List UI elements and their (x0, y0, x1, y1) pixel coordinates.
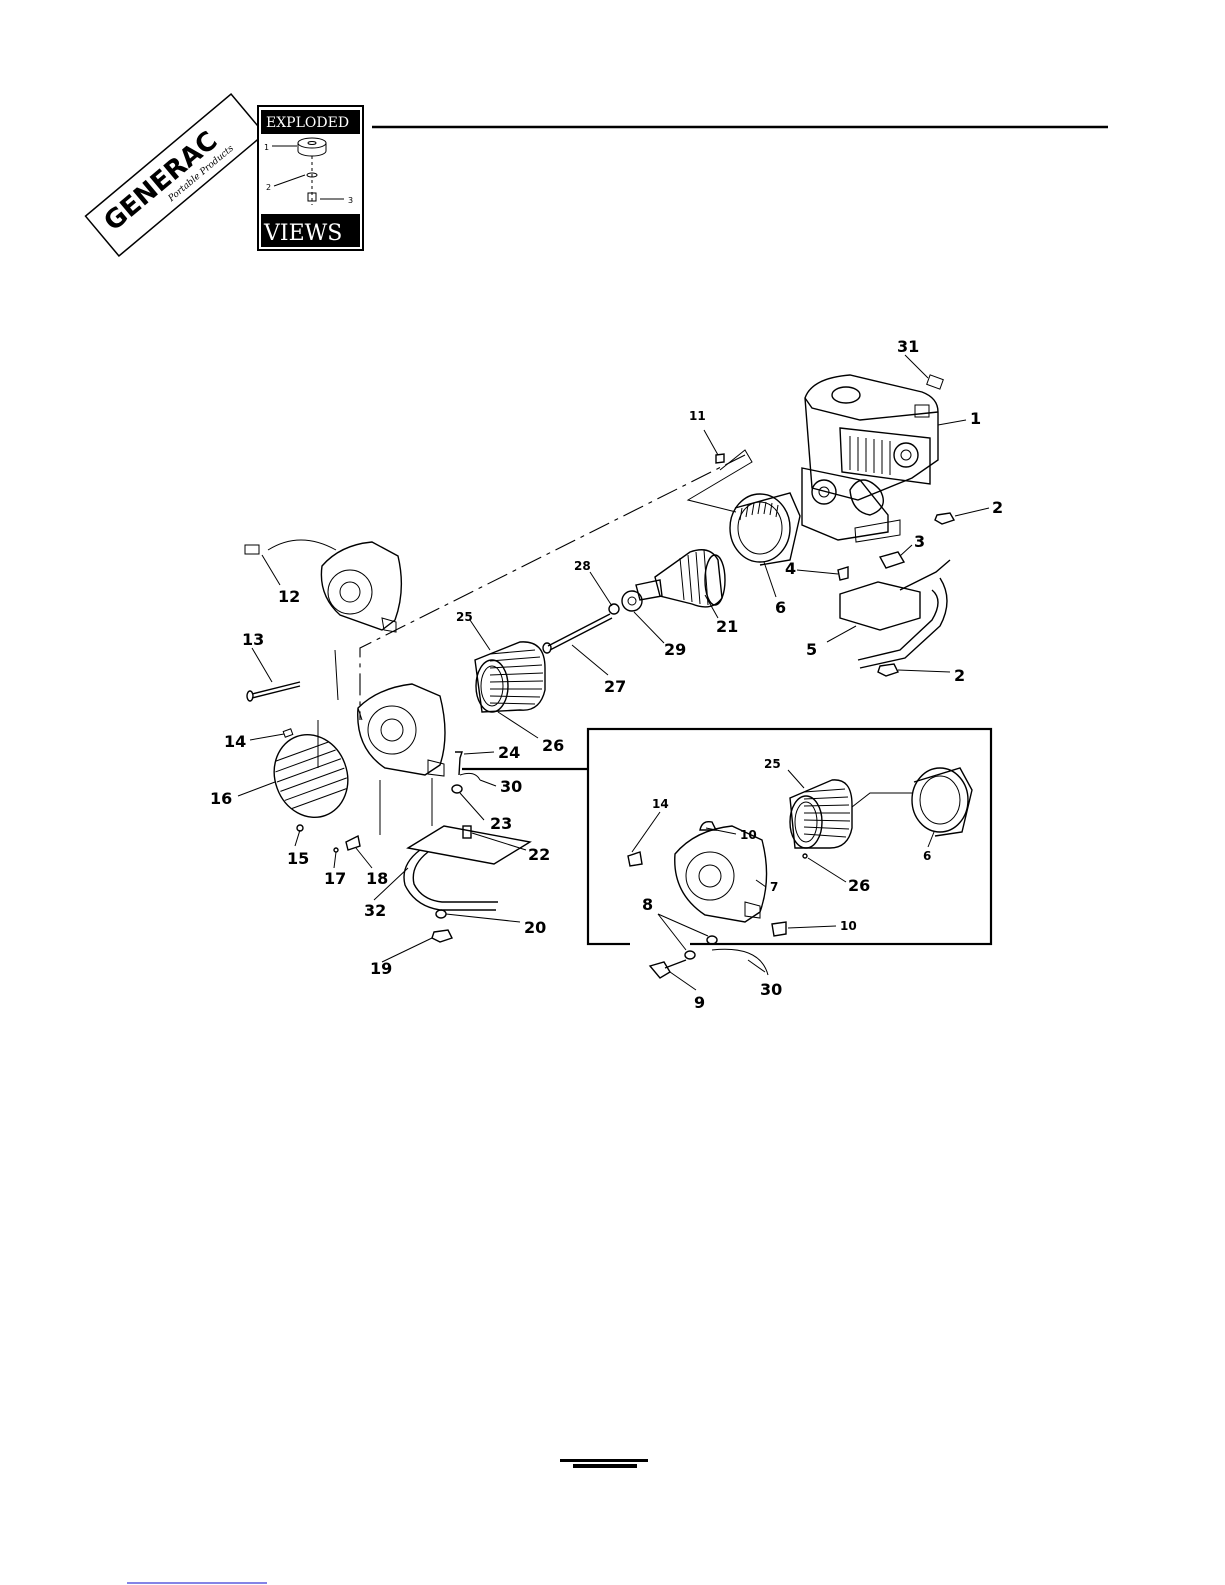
badge-sample-callout-1: 1 (264, 143, 269, 152)
callout-3: 3 (914, 532, 925, 551)
badge-sample-callout-2: 2 (266, 183, 271, 192)
stator-part (475, 642, 545, 712)
mounting-bracket-part (840, 560, 950, 668)
adaptor-housing-part (730, 493, 800, 565)
inset-callout-9: 9 (694, 993, 705, 1012)
inset-callout-30: 30 (760, 980, 782, 999)
inset-nut-14-part (628, 852, 642, 866)
callout-30: 30 (500, 777, 522, 796)
badge-title-bottom: VIEWS (263, 221, 342, 246)
nut-2-upper-part (935, 513, 954, 524)
callout-20: 20 (524, 918, 546, 937)
callout-23: 23 (490, 814, 512, 833)
badge-title-top: EXPLODED (266, 115, 349, 131)
callout-2-upper: 2 (992, 498, 1003, 517)
bracket-18-part (346, 836, 360, 850)
grille-part (263, 724, 359, 828)
nut-19-part (432, 930, 452, 942)
exploded-views-badge: EXPLODED VIEWS 1 2 3 (258, 106, 363, 250)
bolt-4-part (838, 567, 848, 580)
inset-callout-8: 8 (642, 895, 653, 914)
page-number-bar (560, 1459, 648, 1468)
rotor-part (636, 550, 725, 607)
rotor-bolt-part (543, 614, 612, 653)
callout-25: 25 (456, 610, 473, 624)
rear-bearing-carrier-part (245, 540, 401, 632)
callout-31: 31 (897, 337, 919, 356)
inset-adaptor-housing-part (912, 768, 972, 836)
callout-26: 26 (542, 736, 564, 755)
wing-bolt-9-part (650, 960, 686, 978)
bolt-24-part (455, 752, 462, 775)
washer-23-part (452, 785, 462, 793)
bearing-part (622, 591, 642, 611)
clip-3-part (880, 552, 904, 568)
generac-logo: GENERAC Portable Products (86, 94, 265, 256)
inset-callout-26: 26 (848, 876, 870, 895)
inset-screw-26-part (803, 854, 807, 858)
washer-8b-part (707, 936, 717, 944)
callout-28: 28 (574, 559, 591, 573)
callout-29: 29 (664, 640, 686, 659)
inset-callout-7: 7 (770, 880, 778, 894)
leader-lines (238, 355, 989, 990)
screw-11-part (716, 454, 724, 463)
washer-28-part (609, 604, 619, 614)
callout-27: 27 (604, 677, 626, 696)
nut-2-lower-part (878, 664, 898, 676)
callout-16: 16 (210, 789, 232, 808)
callout-12: 12 (278, 587, 300, 606)
inset-callout-10-top: 10 (740, 828, 757, 842)
callout-18: 18 (366, 869, 388, 888)
inset-callout-10-bottom: 10 (840, 919, 857, 933)
callout-2-lower: 2 (954, 666, 965, 685)
washer-20-part (436, 910, 446, 918)
mount-22-part (463, 826, 471, 838)
inset-callout-25: 25 (764, 757, 781, 771)
wire-30-part (460, 773, 480, 780)
callout-13: 13 (242, 630, 264, 649)
callout-6: 6 (775, 598, 786, 617)
callout-11: 11 (689, 409, 706, 423)
callout-15: 15 (287, 849, 309, 868)
inset-clip-10-bottom-part (772, 922, 786, 936)
nut-14-part (283, 729, 293, 737)
inset-callout-14: 14 (652, 797, 669, 811)
callout-5: 5 (806, 640, 817, 659)
label-tag-31 (927, 375, 944, 389)
callout-14: 14 (224, 732, 246, 751)
screw-17-part (334, 848, 338, 852)
callout-1: 1 (970, 409, 981, 428)
callout-21: 21 (716, 617, 738, 636)
engine-part (802, 375, 938, 542)
badge-sample-callout-3: 3 (348, 196, 353, 205)
callout-17: 17 (324, 869, 346, 888)
callout-32: 32 (364, 901, 386, 920)
callout-4: 4 (785, 559, 796, 578)
inset-stator-part (790, 780, 852, 848)
end-bell-part (358, 684, 445, 776)
callout-19: 19 (370, 959, 392, 978)
assembly-centerline (360, 455, 745, 720)
callout-24: 24 (498, 743, 520, 762)
callout-22: 22 (528, 845, 550, 864)
inset-wire-30-part (712, 949, 768, 975)
through-bolt-part (247, 682, 300, 701)
inset-callout-6: 6 (923, 849, 931, 863)
washer-8a-part (685, 951, 695, 959)
